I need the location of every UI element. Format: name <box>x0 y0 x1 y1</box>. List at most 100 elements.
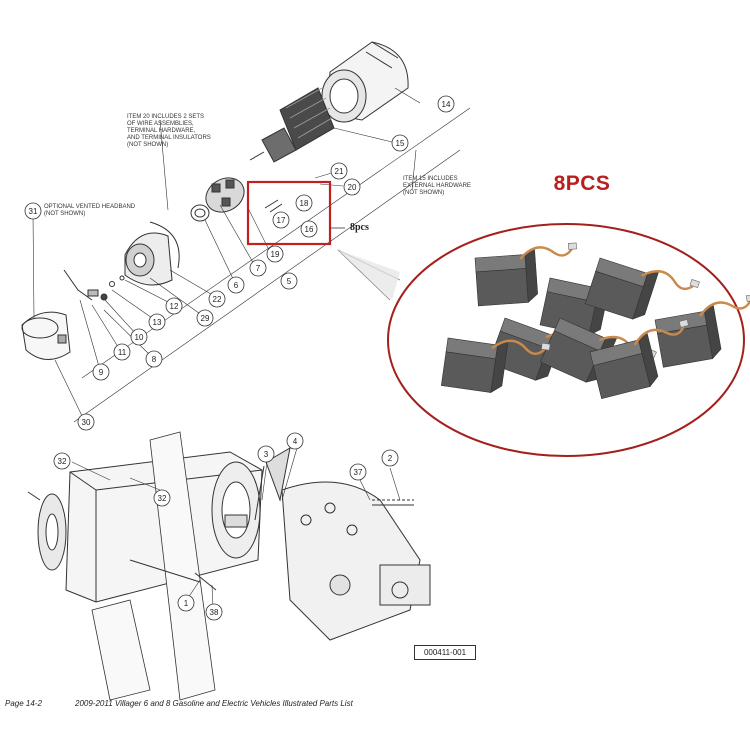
callout-number: 3 <box>264 450 269 459</box>
callout-number: 13 <box>153 318 162 327</box>
callout-3: 3 <box>257 445 275 463</box>
callout-circle <box>249 259 267 277</box>
callout-circle <box>53 452 71 470</box>
callout-number: 37 <box>354 468 363 477</box>
quantity-pointer-label: 8pcs <box>350 222 369 233</box>
callout-21: 21 <box>330 162 348 180</box>
callout-15: 15 <box>391 134 409 152</box>
callout-18: 18 <box>295 194 313 212</box>
armature-icon <box>249 87 335 163</box>
callout-number: 21 <box>335 167 344 176</box>
end-cap-icon <box>124 221 180 286</box>
callout-circle <box>177 594 195 612</box>
callout-1: 1 <box>177 594 195 612</box>
callout-20: 20 <box>343 178 361 196</box>
callout-number: 9 <box>99 368 104 377</box>
callout-number: 20 <box>348 183 357 192</box>
brush-holder-icon <box>205 177 245 213</box>
callout-circle <box>130 328 148 346</box>
callout-6: 6 <box>227 276 245 294</box>
callout-circle <box>145 350 163 368</box>
headband-icon <box>21 311 71 360</box>
note-item-31: OPTIONAL VENTED HEADBAND (NOT SHOWN) <box>44 204 136 217</box>
callout-number: 32 <box>58 457 67 466</box>
motor-housing-icon <box>321 41 409 123</box>
callout-16: 16 <box>300 220 318 238</box>
callout-number: 5 <box>287 277 292 286</box>
installed-view <box>27 431 431 701</box>
callout-38: 38 <box>205 603 223 621</box>
callout-number: 8 <box>152 355 157 364</box>
callout-number: 32 <box>158 494 167 503</box>
callout-7: 7 <box>249 259 267 277</box>
callout-22: 22 <box>208 290 226 308</box>
highlight-box <box>246 180 332 246</box>
footer-document-title: 2009-2011 Villager 6 and 8 Gasoline and … <box>75 699 353 708</box>
callout-circle <box>148 313 166 331</box>
callout-number: 7 <box>256 264 261 273</box>
callout-circle <box>205 603 223 621</box>
callout-circle <box>286 432 304 450</box>
callout-circle <box>208 290 226 308</box>
callout-number: 4 <box>293 437 298 446</box>
brush-closeup <box>387 223 750 457</box>
callout-number: 17 <box>277 216 286 225</box>
callout-number: 18 <box>300 199 309 208</box>
callout-number: 6 <box>234 281 239 290</box>
callout-number: 22 <box>213 295 222 304</box>
callout-number: 12 <box>170 302 179 311</box>
callout-8: 8 <box>145 350 163 368</box>
callout-number: 2 <box>388 454 393 463</box>
callout-circle <box>113 343 131 361</box>
callout-circle <box>227 276 245 294</box>
callout-circle <box>343 178 361 196</box>
callout-number: 14 <box>442 100 451 109</box>
callout-circle <box>153 489 171 507</box>
callout-number: 31 <box>29 207 38 216</box>
callout-31: 31 <box>24 202 42 220</box>
callout-number: 11 <box>118 348 127 357</box>
callout-19: 19 <box>266 245 284 263</box>
callout-circle <box>437 95 455 113</box>
callout-circle <box>391 134 409 152</box>
callout-30: 30 <box>77 413 95 431</box>
carbon-brush-icon <box>589 319 689 399</box>
quantity-badge: 8PCS <box>553 172 611 195</box>
note-item-15: ITEM 15 INCLUDES EXTERNAL HARDWARE (NOT … <box>403 176 471 196</box>
callout-11: 11 <box>113 343 131 361</box>
callout-4: 4 <box>286 432 304 450</box>
callout-17: 17 <box>272 211 290 229</box>
callout-number: 16 <box>305 225 314 234</box>
callout-circle <box>295 194 313 212</box>
callout-circle <box>272 211 290 229</box>
callout-circle <box>257 445 275 463</box>
carbon-brush-icon <box>440 337 551 394</box>
callout-circle <box>266 245 284 263</box>
callout-circle <box>280 272 298 290</box>
callout-circle <box>77 413 95 431</box>
callout-2: 2 <box>381 449 399 467</box>
callout-circle <box>381 449 399 467</box>
callout-circle <box>300 220 318 238</box>
callout-32: 32 <box>53 452 71 470</box>
callout-circle <box>330 162 348 180</box>
callout-circle <box>196 309 214 327</box>
callout-37: 37 <box>349 463 367 481</box>
callout-29: 29 <box>196 309 214 327</box>
callout-14: 14 <box>437 95 455 113</box>
callout-circle <box>349 463 367 481</box>
callout-number: 1 <box>184 599 189 608</box>
callout-9: 9 <box>92 363 110 381</box>
callout-12: 12 <box>165 297 183 315</box>
callout-group: 1415212018171619576222931121310811930323… <box>24 95 455 621</box>
carbon-brush-icon <box>584 257 700 320</box>
callout-number: 30 <box>82 418 91 427</box>
figure-id: 000411-001 <box>414 645 476 660</box>
note-item-20: ITEM 20 INCLUDES 2 SETS OF WIRE ASSEMBLI… <box>127 114 211 148</box>
callout-number: 29 <box>201 314 210 323</box>
callout-number: 15 <box>396 139 405 148</box>
footer-page-number: Page 14-2 <box>5 699 42 708</box>
callout-circle <box>24 202 42 220</box>
